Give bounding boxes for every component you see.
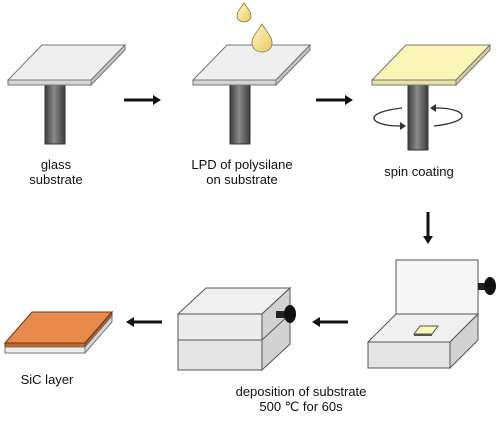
sample-substrate-edge (414, 334, 432, 336)
caption-spin-line1: spin coating (384, 164, 454, 179)
open-chamber-knob-stem (478, 283, 487, 290)
rotation-arrowhead-left (400, 122, 406, 130)
caption-lpd: LPD of polysilane on substrate (183, 157, 301, 187)
sic-substrate-side (84, 314, 113, 355)
open-chamber-knob (484, 277, 496, 295)
closed-chamber-knob-stem (276, 311, 286, 318)
caption-lpd-line1: LPD of polysilane (191, 157, 293, 172)
coated-plate-front (371, 79, 457, 86)
caption-deposition-line1: deposition of substrate (235, 384, 367, 399)
rotation-arrowhead-right (430, 104, 436, 112)
open-chamber (366, 259, 496, 370)
rotation-arrow-right-icon (433, 107, 463, 127)
sic-substrate-front (4, 346, 86, 354)
glass-substrate-step (6, 43, 127, 145)
caption-sic-layer: SiC layer (10, 372, 84, 387)
sic-layer-front (4, 342, 86, 348)
coated-plate-side (455, 43, 491, 87)
arrow-right-1 (124, 95, 161, 105)
arrow-right-2 (316, 95, 353, 105)
substrate-pillar (44, 79, 66, 145)
spin-coating-step (370, 43, 492, 151)
spin-pillar (407, 79, 429, 151)
closed-chamber-knob (284, 305, 296, 323)
caption-lpd-line2: on substrate (206, 172, 278, 187)
lpd-plate-front (192, 79, 277, 86)
caption-glass-line2: substrate (29, 172, 83, 187)
caption-deposition-line2: 500 ℃ for 60s (259, 399, 343, 414)
arrow-left-1 (312, 317, 348, 327)
closed-chamber-upper-front (177, 313, 263, 341)
open-chamber-base-side (449, 312, 479, 370)
arrow-down (423, 212, 433, 244)
open-chamber-base-front (367, 341, 451, 369)
caption-spin-coating: spin coating (371, 164, 467, 179)
closed-chamber-side (261, 286, 291, 372)
caption-sic-line1: SiC layer (20, 372, 74, 387)
glass-plate-side (90, 43, 126, 87)
arrow-left-2 (126, 317, 162, 327)
closed-chamber-lower-front (177, 339, 263, 371)
lpd-step (191, 2, 312, 145)
glass-plate-front (7, 79, 92, 86)
rotation-arrow-left-icon (373, 107, 403, 127)
closed-chamber (176, 286, 296, 372)
large-droplet-icon (251, 23, 273, 53)
coated-plate-top (370, 44, 492, 81)
sic-layer-step (3, 310, 114, 355)
caption-deposition: deposition of substrate 500 ℃ for 60s (226, 384, 376, 414)
small-droplet-icon (236, 2, 252, 23)
lpd-plate-side (275, 43, 311, 87)
caption-glass-substrate: glass substrate (18, 157, 94, 187)
lpd-pillar (229, 79, 251, 145)
caption-glass-line1: glass (40, 157, 72, 172)
